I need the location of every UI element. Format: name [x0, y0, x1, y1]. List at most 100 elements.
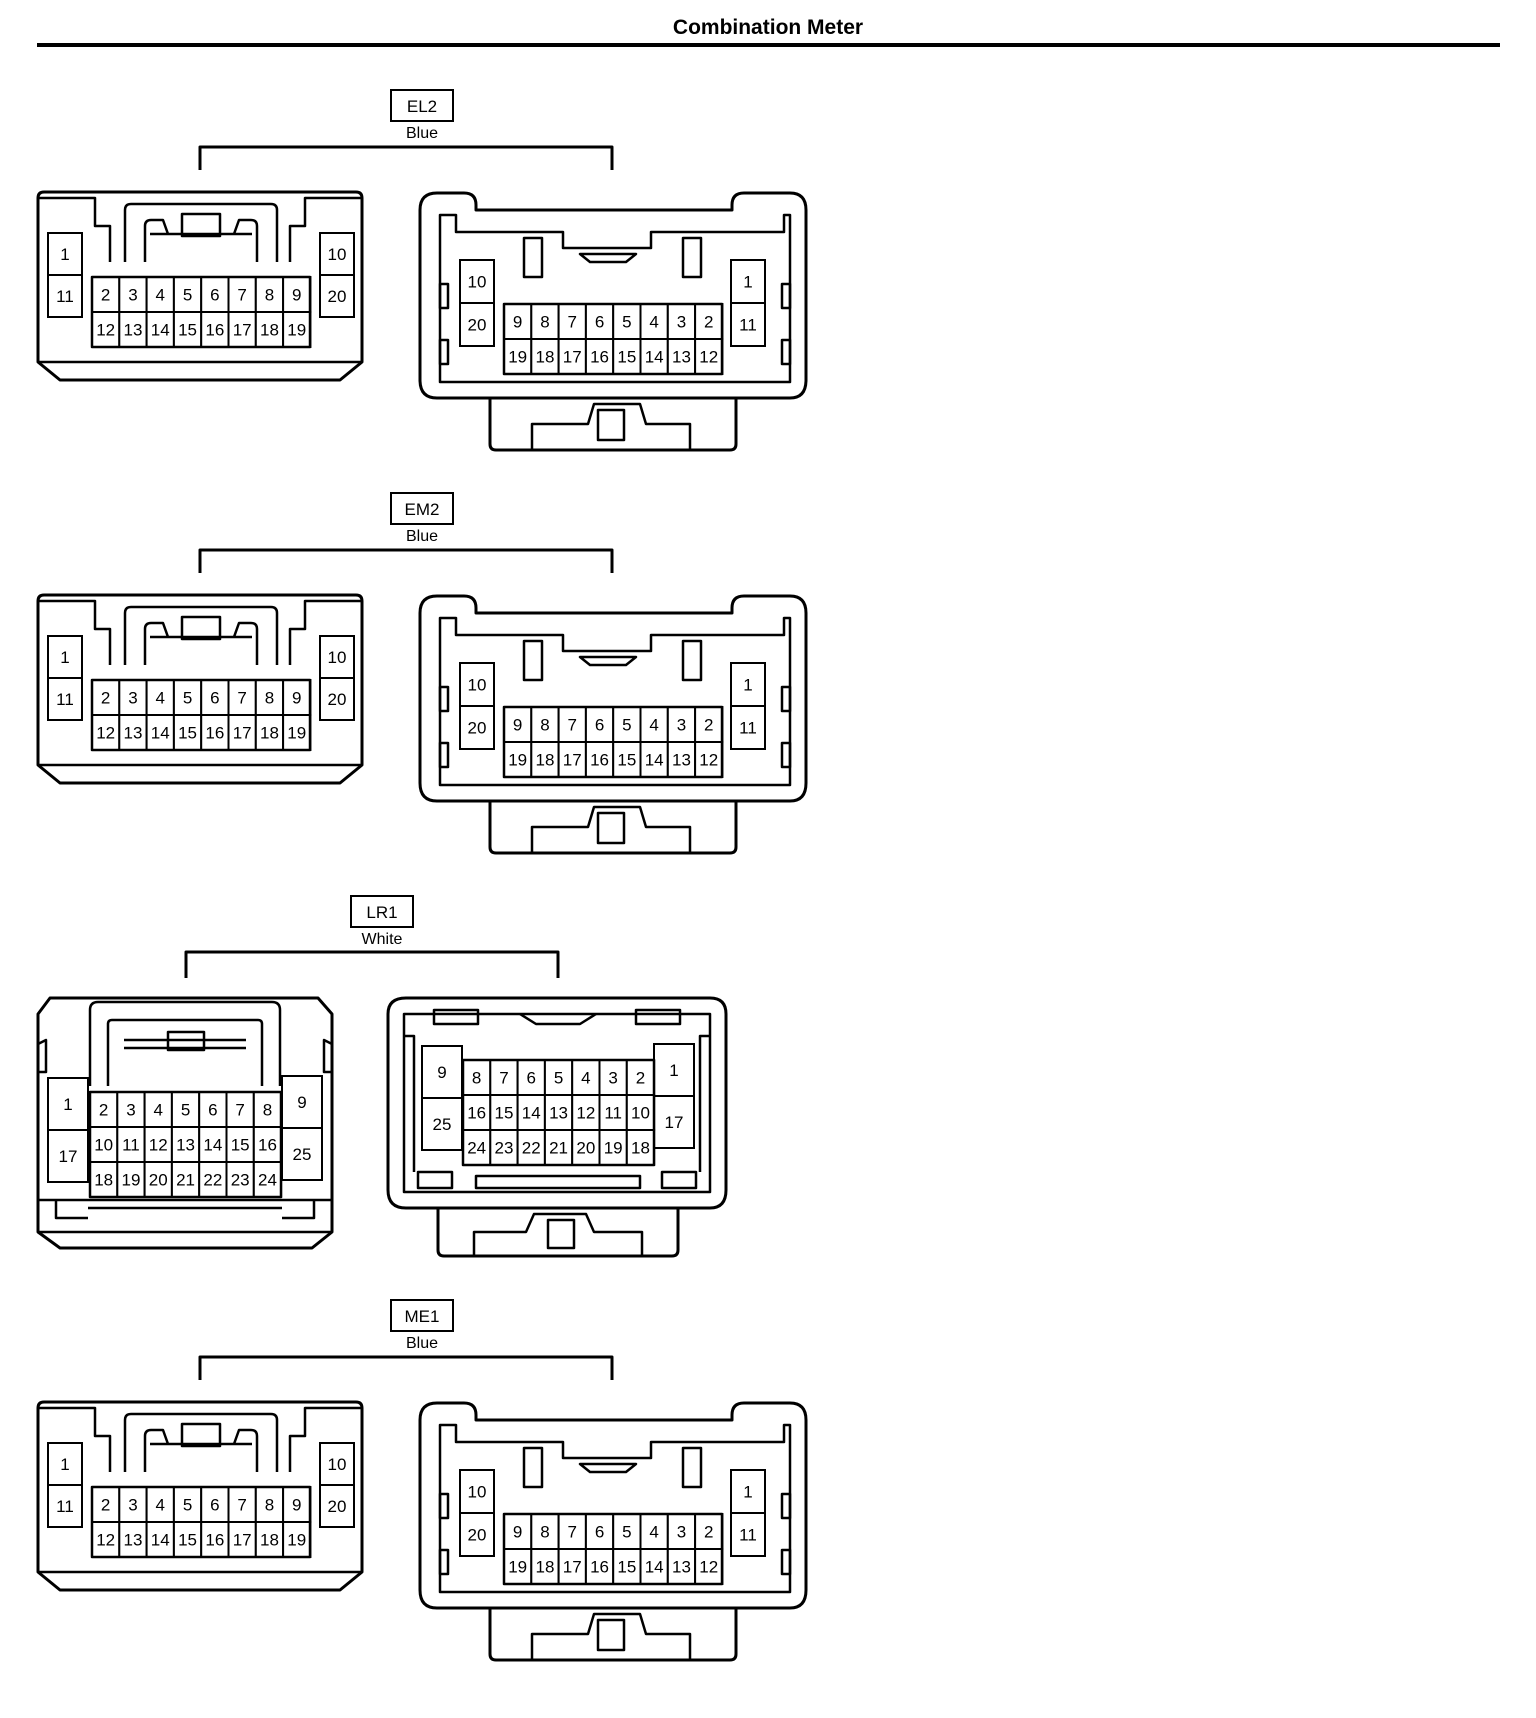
page-title: Combination Meter	[672, 16, 864, 39]
pin-number: 9	[513, 716, 522, 735]
outline-shape	[681, 1446, 703, 1489]
pin-cavity-box	[639, 1548, 669, 1585]
outline-shape	[386, 996, 728, 1210]
outline-shape	[522, 639, 544, 682]
pin-cavity-box	[598, 1094, 628, 1131]
pin-number: 12	[96, 321, 115, 340]
pin-number: 18	[535, 1558, 554, 1577]
outline-shape	[432, 1008, 480, 1026]
pin-cavity: 16	[462, 1094, 492, 1131]
outline-shape	[38, 196, 112, 262]
pin-cavity: 3	[118, 276, 148, 313]
pin-number: 12	[699, 1558, 718, 1577]
pin-number: 9	[292, 286, 301, 305]
pin-cavity: 13	[666, 1548, 697, 1585]
pin-number: 5	[554, 1069, 563, 1088]
pin-number: 3	[677, 313, 686, 332]
pin-block-frame	[90, 1485, 312, 1559]
pin-number: 7	[568, 313, 577, 332]
pin-cavity-box	[459, 1469, 495, 1514]
pin-cavity: 18	[530, 338, 560, 375]
pin-cavity-box	[730, 662, 766, 707]
pin-number: 13	[549, 1104, 568, 1123]
pin-cavity: 7	[557, 706, 587, 743]
pin-cavity: 14	[145, 714, 175, 751]
pin-number: 3	[608, 1069, 617, 1088]
pin-cavity: 10	[459, 662, 495, 707]
pin-cavity: 20	[459, 302, 495, 347]
pin-number: 10	[468, 676, 487, 695]
pin-cavity: 14	[198, 1126, 228, 1163]
pin-cavity-box	[730, 1512, 766, 1557]
outline-shape	[681, 236, 703, 279]
pin-cavity: 21	[543, 1129, 574, 1166]
outline-shape	[418, 1401, 808, 1610]
pin-cavity: 4	[639, 706, 669, 743]
pin-cavity: 2	[89, 1091, 119, 1128]
pin-cavity-box	[227, 679, 257, 716]
pin-cavity: 10	[319, 232, 355, 276]
pin-number: 13	[672, 751, 691, 770]
pin-number: 13	[123, 321, 142, 340]
outline-shape	[106, 1018, 264, 1086]
pin-cavity: 1	[730, 1469, 766, 1514]
pin-number: 9	[292, 689, 301, 708]
pin-cavity: 1	[730, 259, 766, 304]
outline-shape	[123, 605, 279, 665]
pin-number: 5	[181, 1101, 190, 1120]
pin-number: 4	[156, 1496, 165, 1515]
pin-number: 19	[508, 348, 527, 367]
outline-shape	[438, 616, 792, 787]
outline-shape	[530, 402, 692, 450]
pin-number: 1	[669, 1061, 678, 1080]
pin-number: 10	[328, 1455, 347, 1474]
pin-cavity: 16	[200, 1521, 230, 1558]
pin-cavity: 13	[118, 1521, 148, 1558]
pin-number: 20	[468, 316, 487, 335]
pin-number: 19	[287, 1531, 306, 1550]
outline-shape	[54, 1200, 316, 1220]
pin-cavity-box	[225, 1126, 255, 1163]
pin-cavity: 17	[557, 741, 587, 778]
outline-shape	[780, 282, 792, 310]
pin-cavity: 16	[200, 311, 230, 348]
pin-cavity: 16	[200, 714, 230, 751]
pin-number: 12	[96, 724, 115, 743]
pin-cavity: 9	[503, 303, 533, 340]
pin-number: 2	[101, 1496, 110, 1515]
pin-cavity: 6	[516, 1059, 546, 1096]
pin-number: 1	[60, 648, 69, 667]
pin-cavity-box	[91, 714, 121, 751]
pin-cavity: 20	[319, 1484, 355, 1528]
pin-cavity: 19	[282, 1521, 312, 1558]
pin-cavity: 16	[584, 741, 615, 778]
pin-cavity: 5	[612, 706, 642, 743]
pin-number: 8	[263, 1101, 272, 1120]
pin-cavity: 4	[639, 1513, 669, 1550]
pin-block-frame	[461, 1058, 656, 1167]
pair-bracket	[198, 1355, 614, 1380]
pin-number: 16	[258, 1136, 277, 1155]
outline-shape	[488, 398, 738, 452]
outline-shape	[36, 593, 364, 785]
pin-cavity: 4	[143, 1091, 173, 1128]
pin-cavity: 13	[543, 1094, 574, 1131]
pin-cavity: 5	[612, 303, 642, 340]
pin-number: 19	[287, 321, 306, 340]
pin-cavity: 11	[47, 1484, 83, 1528]
pair-bracket	[198, 145, 614, 170]
pin-cavity: 19	[503, 1548, 533, 1585]
pin-cavity: 2	[91, 679, 121, 716]
pin-cavity: 7	[227, 1486, 257, 1523]
outline-shape	[143, 621, 170, 665]
pin-cavity-box	[612, 1548, 642, 1585]
outline-shape	[438, 282, 450, 310]
pin-number: 7	[568, 1523, 577, 1542]
pin-number: 18	[260, 724, 279, 743]
pin-cavity-box	[118, 714, 148, 751]
outline-shape	[404, 1034, 710, 1172]
pin-number: 17	[563, 751, 582, 770]
pin-number: 14	[151, 321, 170, 340]
